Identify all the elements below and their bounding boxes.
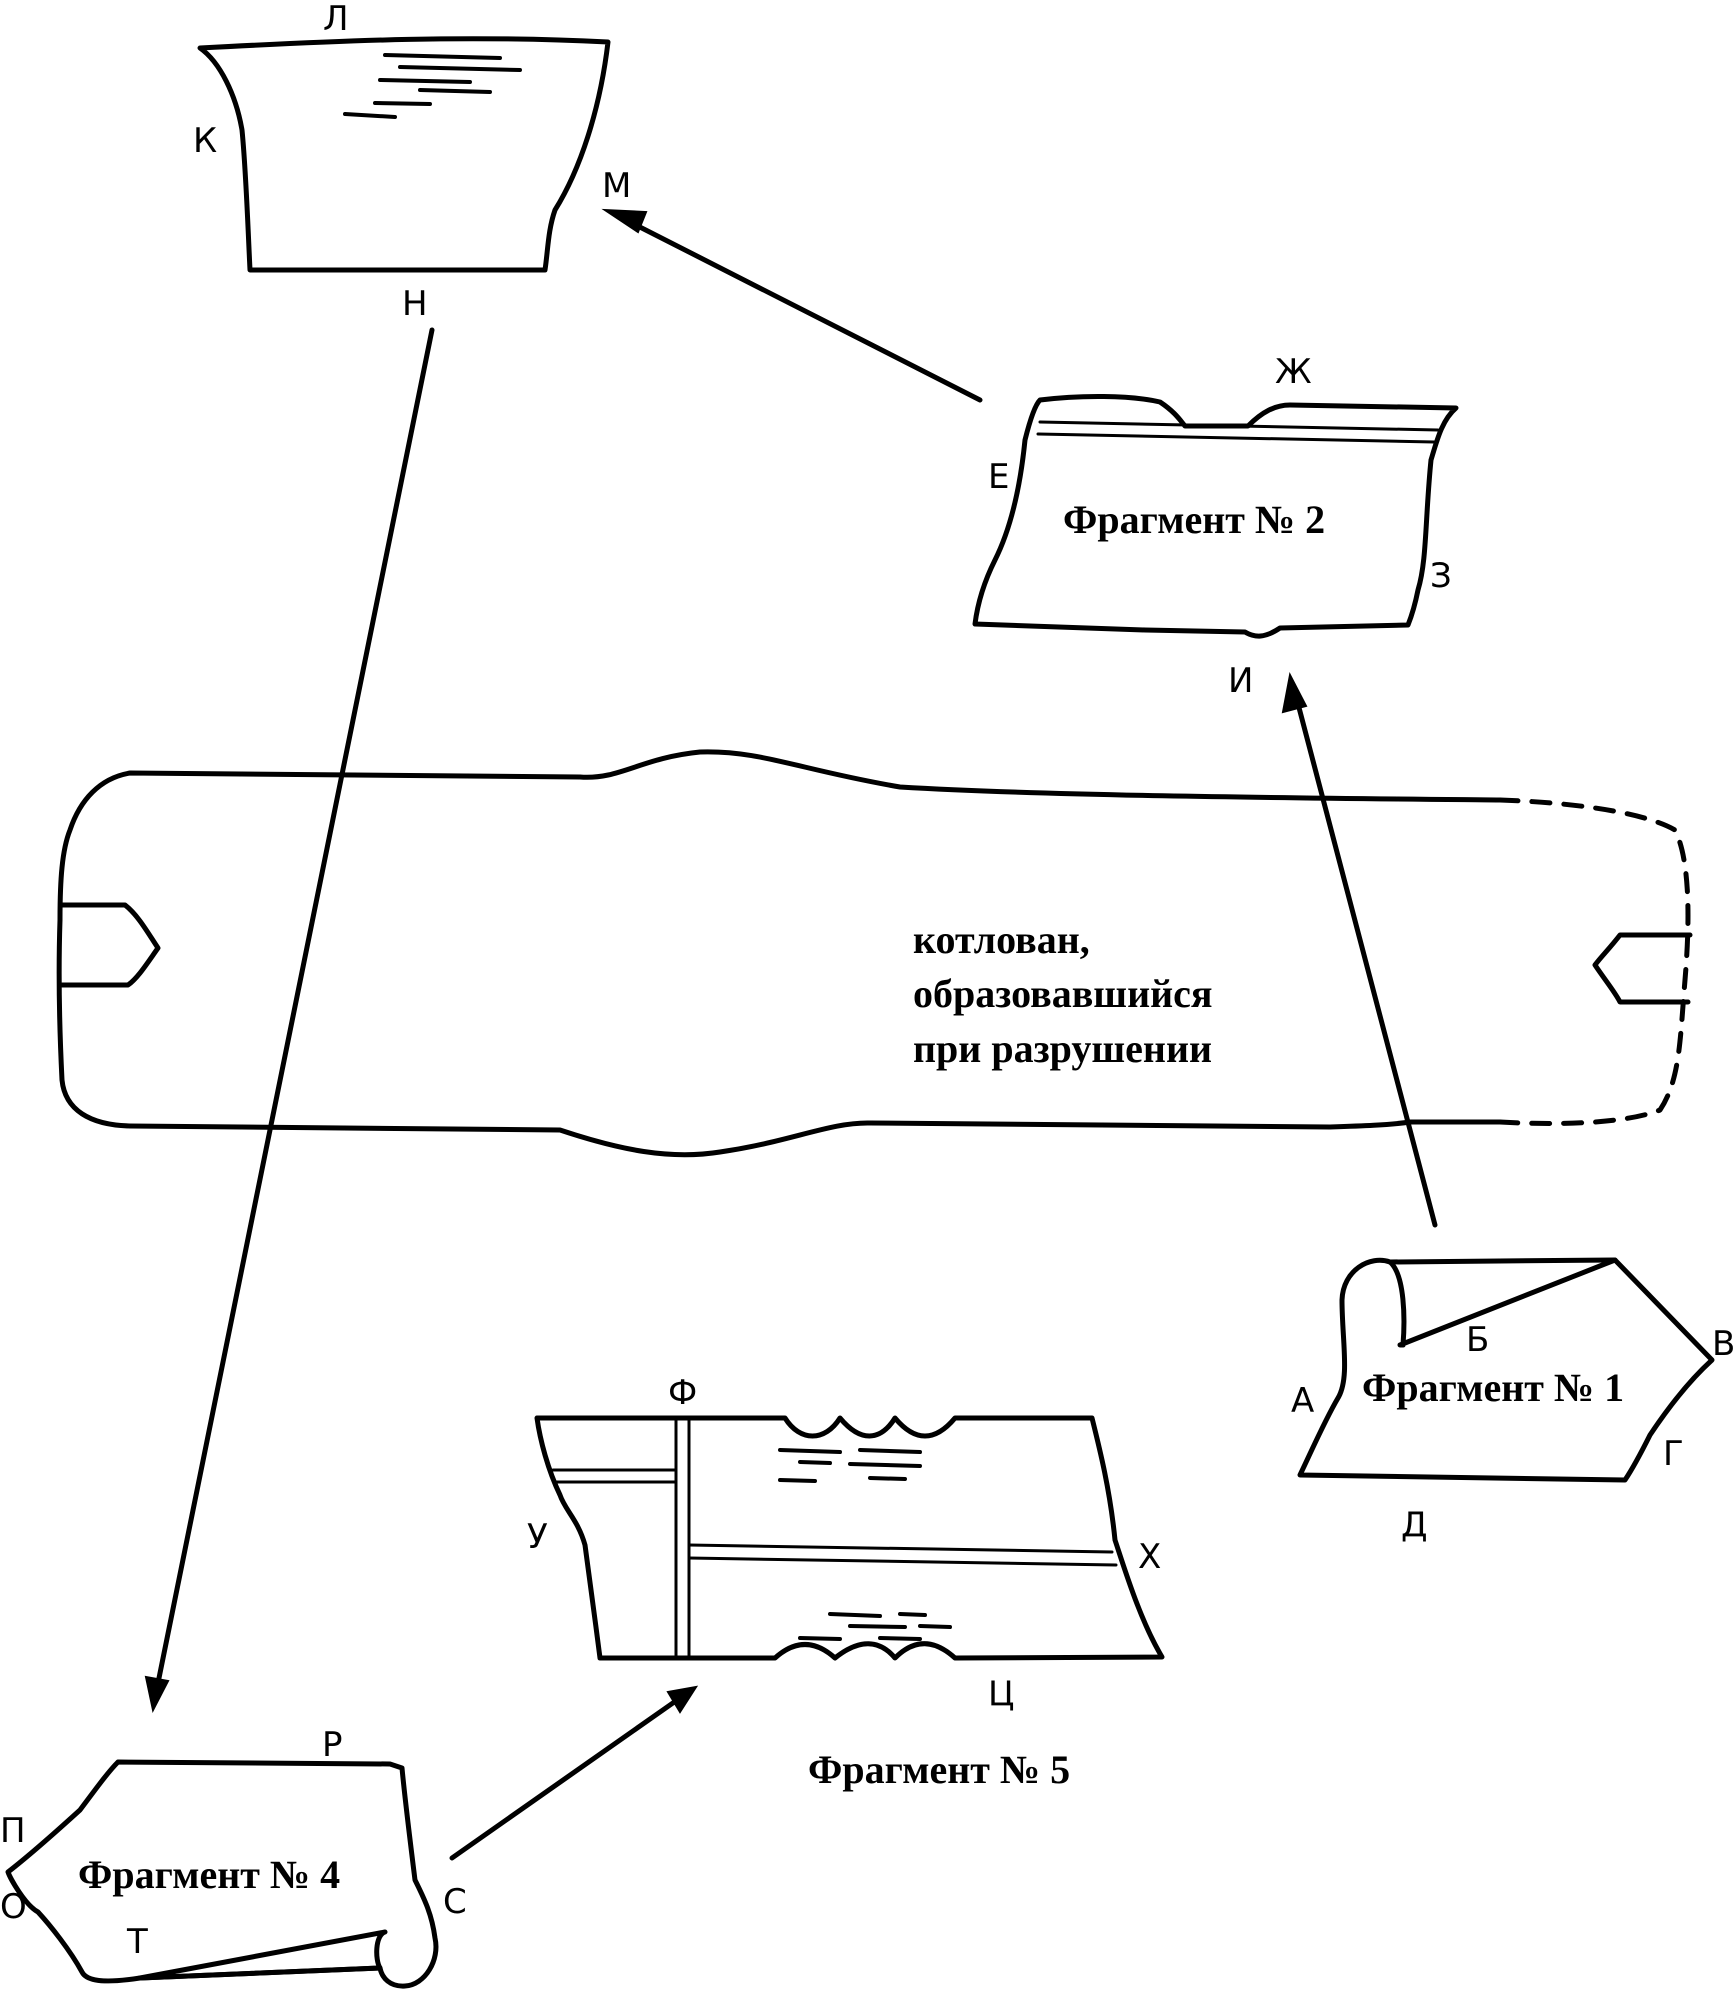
point-label-r: Р <box>322 1725 343 1765</box>
point-label-n: Н <box>402 284 428 324</box>
fragment-2: Фрагмент № 2 Ж Е З И <box>972 352 1459 701</box>
point-label-u: У <box>527 1517 548 1557</box>
fragment-4-outline <box>5 1759 439 1989</box>
fragment-5-outline <box>534 1415 1165 1661</box>
fragment-1-fold <box>1387 1257 1618 1348</box>
point-label-e: Е <box>988 457 1009 497</box>
fragment-4-fold <box>137 1929 388 1981</box>
point-label-s: С <box>443 1882 467 1922</box>
fragment-3: Л К М Н <box>193 0 631 324</box>
point-label-m: М <box>602 166 631 206</box>
point-label-g: Г <box>1663 1434 1684 1474</box>
pit-outline-dashed <box>1497 797 1691 1126</box>
point-label-d: Д <box>1401 1505 1428 1545</box>
point-label-i: И <box>1228 661 1253 701</box>
fragment-5: Ф У Х Ц Фрагмент № 5 <box>527 1373 1165 1792</box>
fragment-5-caption: Фрагмент № 5 <box>808 1747 1070 1792</box>
point-label-z: З <box>1430 556 1452 596</box>
pit-caption-line-3: при разрушении <box>913 1026 1212 1071</box>
arrow-fragment-2-to-3 <box>601 208 983 403</box>
pit-caption-line-1: котлован, <box>913 917 1090 962</box>
fragment-1: Фрагмент № 1 Б В А Г Д <box>1291 1257 1735 1545</box>
point-label-p: П <box>0 1811 26 1851</box>
pit-right-notch <box>1592 932 1693 1005</box>
fragment-4: Фрагмент № 4 Р П О С Т <box>0 1725 467 1989</box>
fragment-3-outline <box>197 36 611 273</box>
point-label-k: К <box>193 121 217 161</box>
point-label-kh: Х <box>1138 1537 1161 1577</box>
fragment-1-outline <box>1297 1257 1715 1483</box>
pit-left-notch <box>59 902 161 988</box>
arrow-fragment-1-to-2 <box>1281 671 1438 1228</box>
central-pit: котлован, образовавшийся при разрушении <box>56 749 1693 1158</box>
point-label-o: О <box>0 1887 27 1927</box>
point-label-ts: Ц <box>988 1674 1014 1714</box>
point-label-t: Т <box>126 1922 148 1962</box>
fragment-2-outline <box>972 393 1459 639</box>
point-label-l: Л <box>323 0 349 39</box>
point-label-b: Б <box>1466 1320 1489 1360</box>
fragment-4-caption: Фрагмент № 4 <box>78 1852 340 1897</box>
fragment-1-caption: Фрагмент № 1 <box>1362 1365 1624 1410</box>
point-label-a: А <box>1291 1381 1314 1421</box>
fragment-2-caption: Фрагмент № 2 <box>1063 497 1325 542</box>
arrow-fragment-3-to-4 <box>144 327 435 1713</box>
pit-caption-line-2: образовавшийся <box>913 971 1213 1016</box>
point-label-f: Ф <box>668 1373 697 1413</box>
point-label-v: В <box>1712 1324 1735 1364</box>
arrow-fragment-4-to-5 <box>449 1685 699 1861</box>
pit-outline <box>56 749 1503 1158</box>
point-label-zh: Ж <box>1275 352 1312 392</box>
